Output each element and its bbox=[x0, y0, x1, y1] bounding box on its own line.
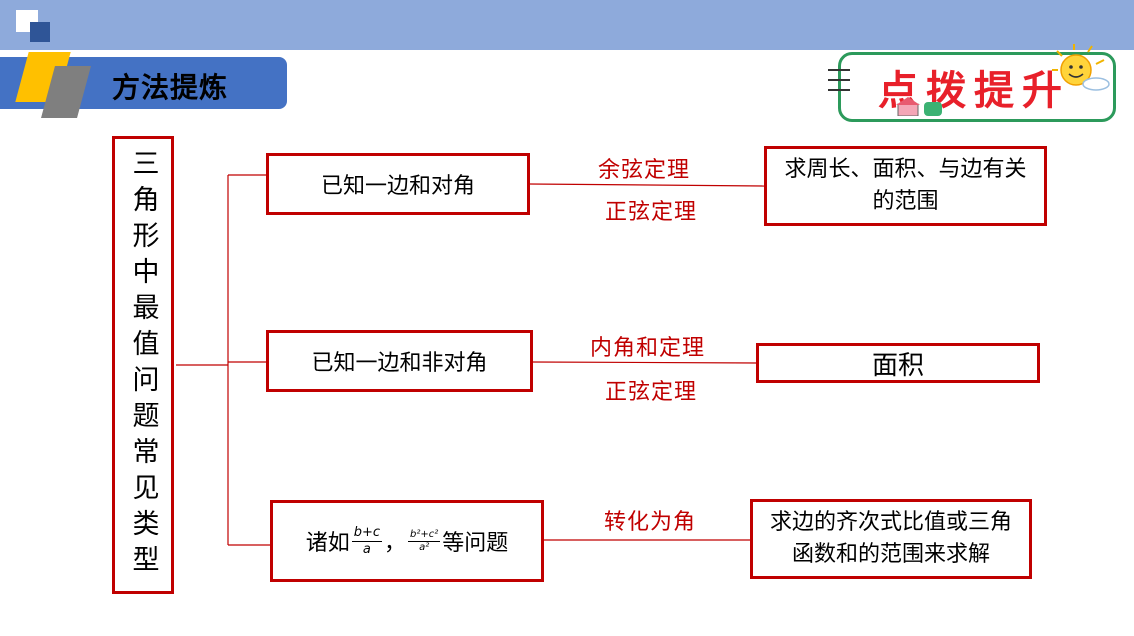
condition-node-1: 已知一边和对角 bbox=[266, 153, 530, 215]
separator-3: ， bbox=[384, 531, 407, 556]
root-node: 三角形中最值问题常见类型 bbox=[112, 136, 174, 594]
notebook-rings-icon bbox=[828, 69, 850, 91]
fraction-1-numerator: b+c bbox=[351, 524, 383, 542]
method-label-1b: 正弦定理 bbox=[605, 200, 698, 225]
condition-node-3: 诸如 b+c a ， b²+c² a² 等问题 bbox=[270, 500, 544, 582]
result-node-3: 求边的齐次式比值或三角函数和的范围来求解 bbox=[750, 499, 1032, 579]
condition-node-2: 已知一边和非对角 bbox=[266, 330, 533, 392]
result-node-1: 求周长、面积、与边有关的范围 bbox=[764, 146, 1047, 226]
condition-prefix-3: 诸如 bbox=[305, 531, 350, 556]
fraction-2-numerator: b²+c² bbox=[408, 528, 441, 542]
condition-suffix-3: 等问题 bbox=[442, 531, 509, 556]
fraction-2: b²+c² a² bbox=[408, 528, 441, 554]
fraction-1: b+c a bbox=[351, 524, 383, 558]
result-label-2: 面积 bbox=[871, 350, 924, 381]
house-icon bbox=[896, 97, 942, 116]
method-label-2a: 内角和定理 bbox=[590, 336, 706, 361]
result-label-3: 求边的齐次式比值或三角函数和的范围来求解 bbox=[769, 510, 1012, 567]
method-label-2b: 正弦定理 bbox=[605, 380, 698, 405]
result-label-1: 求周长、面积、与边有关的范围 bbox=[784, 157, 1027, 214]
fraction-2-denominator: a² bbox=[419, 541, 430, 553]
result-node-2: 面积 bbox=[756, 343, 1040, 383]
fraction-1-denominator: a bbox=[362, 541, 371, 557]
condition-label-1: 已知一边和对角 bbox=[320, 174, 475, 199]
condition-label-2: 已知一边和非对角 bbox=[311, 351, 488, 376]
method-label-3: 转化为角 bbox=[604, 510, 697, 535]
top-banner bbox=[0, 0, 1134, 50]
root-label: 三角形中最值问题常见类型 bbox=[127, 149, 159, 581]
method-label-1a: 余弦定理 bbox=[598, 158, 691, 183]
corner-square-accent-icon bbox=[30, 22, 50, 42]
section-title: 方法提炼 bbox=[112, 71, 229, 104]
smiling-sun-icon bbox=[1052, 44, 1110, 91]
